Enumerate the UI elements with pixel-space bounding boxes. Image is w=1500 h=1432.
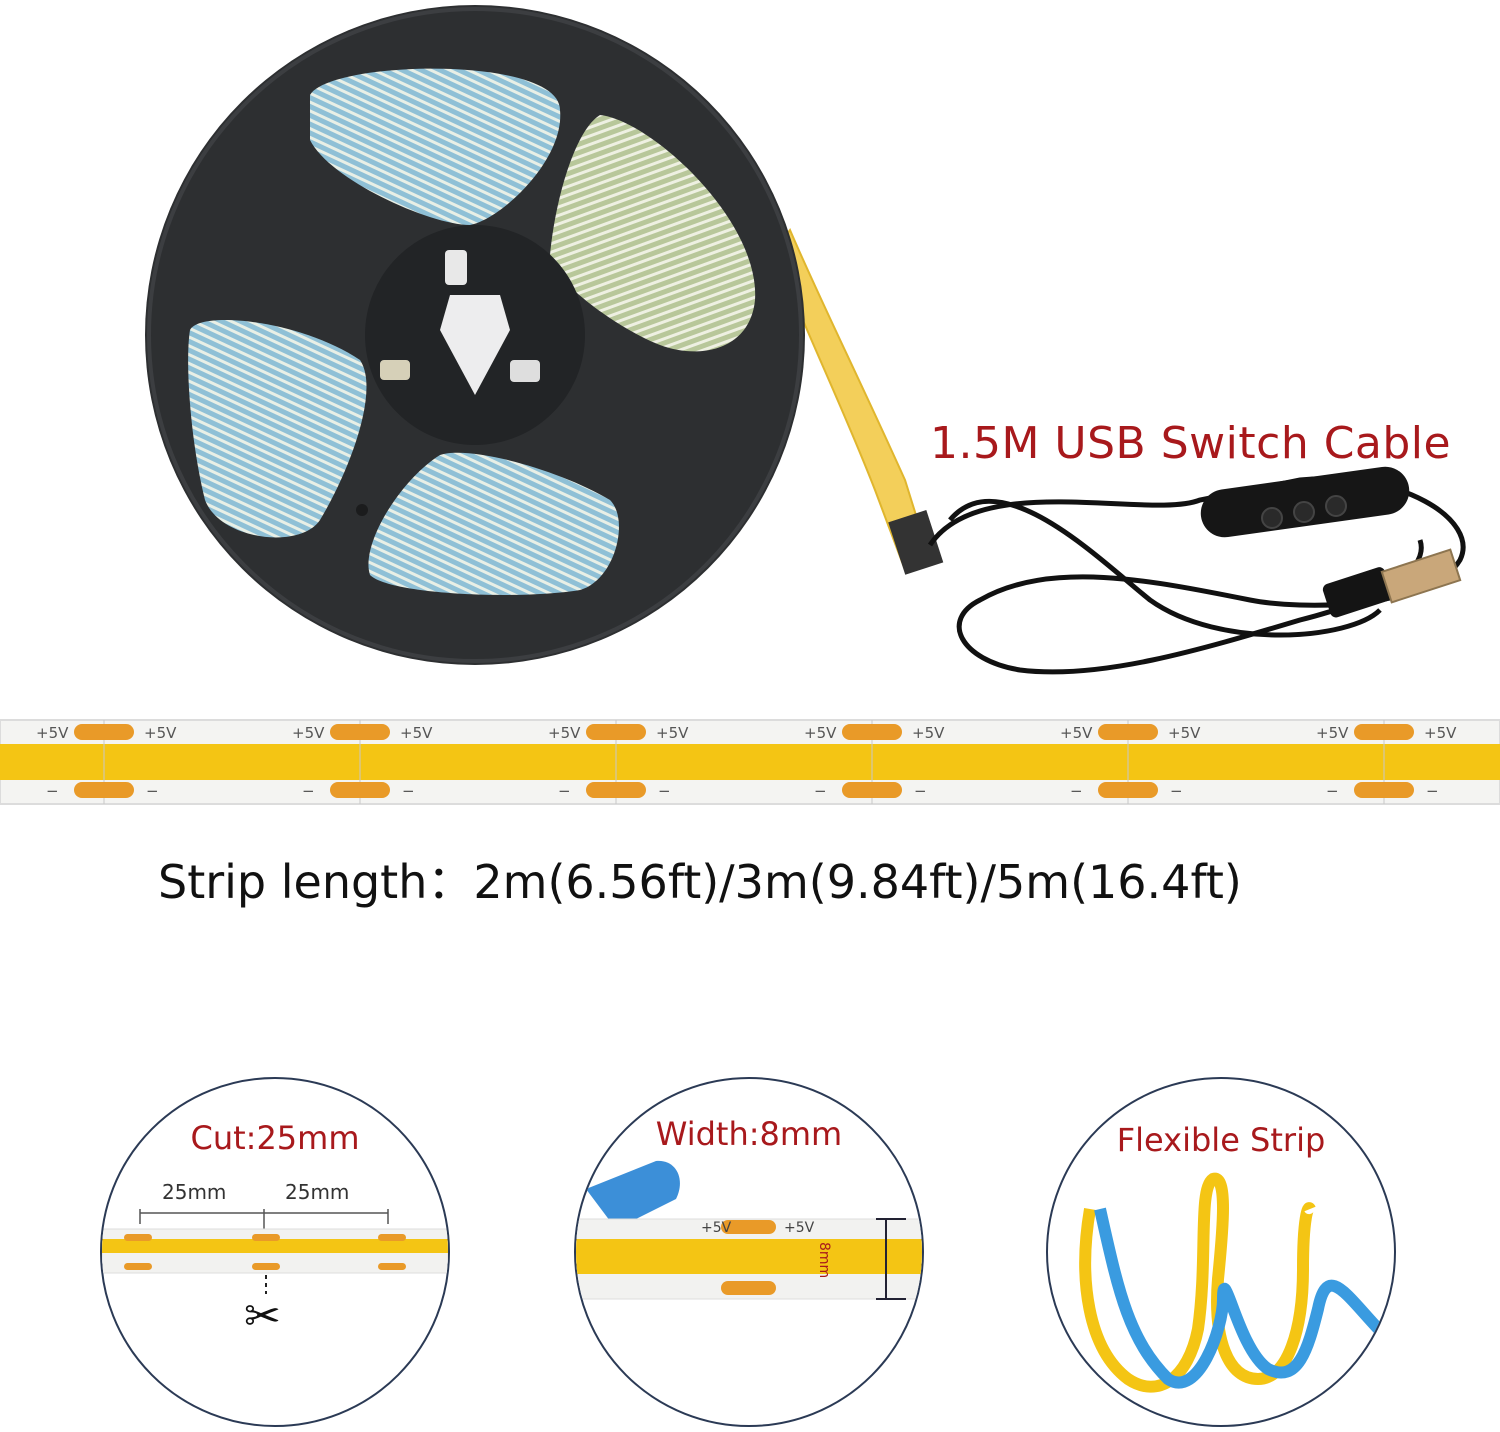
led-strip: +5V +5V − − +5V +5V − − +5V +5V − − +5V +5V − − +5V +5V − −…: [0, 719, 1500, 805]
strip-marking: +5V: [912, 724, 945, 742]
strip-marking: −: [1170, 782, 1183, 800]
feature-cut-title: Cut:25mm: [190, 1119, 360, 1157]
feature-flexible-title: Flexible Strip: [1116, 1121, 1326, 1159]
solder-bottom-pad: [586, 782, 646, 798]
flexible-illustration: [1079, 1172, 1393, 1393]
usb-plug-body: [1322, 567, 1393, 618]
strip-marking: +5V: [36, 724, 69, 742]
dim-label-left: 25mm: [162, 1180, 227, 1204]
strip-marking: +5V: [656, 724, 689, 742]
strip-led-band: [0, 744, 1500, 780]
strip-marking: +5V: [1424, 724, 1457, 742]
solder-bottom-pad: [842, 782, 902, 798]
feature-width-title: Width:8mm: [655, 1115, 843, 1153]
strip-marking: +5V: [400, 724, 433, 742]
feature-circle: [1046, 1077, 1396, 1427]
strip-marking: −: [1426, 782, 1439, 800]
solder-top-pad: [586, 724, 646, 740]
strip-marking: +5V: [1060, 724, 1093, 742]
strip-marking: −: [1326, 782, 1339, 800]
solder-top-pad: [842, 724, 902, 740]
solder-bottom-pad: [74, 782, 134, 798]
solder-top-pad: [1098, 724, 1158, 740]
svg-text:+5V: +5V: [701, 1220, 732, 1236]
solder-top-pad: [330, 724, 390, 740]
strip-marking: +5V: [804, 724, 837, 742]
solder-top-pad: [1354, 724, 1414, 740]
width-dim-label: 8mm: [816, 1242, 832, 1279]
strip-marking: −: [914, 782, 927, 800]
width-illustration: +5V +5V: [576, 1160, 922, 1300]
coil-window: [550, 115, 756, 352]
feature-flexible: Flexible Strip: [1046, 1077, 1396, 1427]
strip-marking: +5V: [1168, 724, 1201, 742]
strip-marking: −: [814, 782, 827, 800]
strip-marking: +5V: [1316, 724, 1349, 742]
strip-marking: −: [302, 782, 315, 800]
dim-label-right: 25mm: [285, 1180, 350, 1204]
strip-marking: −: [46, 782, 59, 800]
usb-plug-tip: [1380, 548, 1462, 604]
strip-marking: +5V: [548, 724, 581, 742]
feature-circle: [100, 1077, 450, 1427]
scissors-icon: ✂: [244, 1291, 281, 1342]
solder-bottom-pad: [330, 782, 390, 798]
coil-window: [310, 68, 561, 226]
svg-text:+5V: +5V: [784, 1220, 815, 1236]
strip-marking: +5V: [144, 724, 177, 742]
reel-illustration: [145, 5, 1466, 675]
strip-marking: −: [558, 782, 571, 800]
coil-window: [368, 452, 619, 595]
cut-illustration: [102, 1209, 448, 1294]
strip-marking: −: [146, 782, 159, 800]
cable-label: 1.5M USB Switch Cable: [930, 418, 1452, 469]
solder-top-pad: [74, 724, 134, 740]
feature-cut: Cut:25mm 25mm 25mm ✂: [100, 1077, 450, 1427]
feature-width: +5V +5V Width:8mm 8mm: [574, 1077, 924, 1427]
strip-connector: [888, 510, 944, 575]
strip-marking: −: [402, 782, 415, 800]
coil-window: [188, 320, 367, 538]
feature-circle: +5V +5V: [574, 1077, 924, 1427]
strip-marking: −: [658, 782, 671, 800]
strip-marking: −: [1070, 782, 1083, 800]
solder-bottom-pad: [1098, 782, 1158, 798]
solder-bottom-pad: [1354, 782, 1414, 798]
strip-marking: +5V: [292, 724, 325, 742]
strip-length-text: Strip length：2m(6.56ft)/3m(9.84ft)/5m(16…: [158, 855, 1242, 909]
